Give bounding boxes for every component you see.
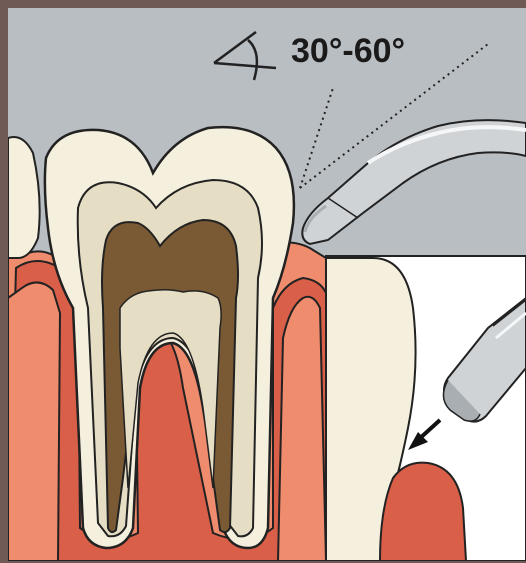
- gum-inner: [8, 282, 60, 561]
- gum-inner-right: [278, 297, 326, 561]
- scaler-instrument: [302, 120, 526, 244]
- angle-range-label: 30°-60°: [291, 34, 405, 68]
- inset-gum: [380, 463, 466, 561]
- dental-illustration: [8, 8, 526, 561]
- illustration-panel: 30°-60°: [8, 8, 526, 561]
- neighbor-tooth: [8, 137, 40, 258]
- angle-icon: [214, 32, 276, 80]
